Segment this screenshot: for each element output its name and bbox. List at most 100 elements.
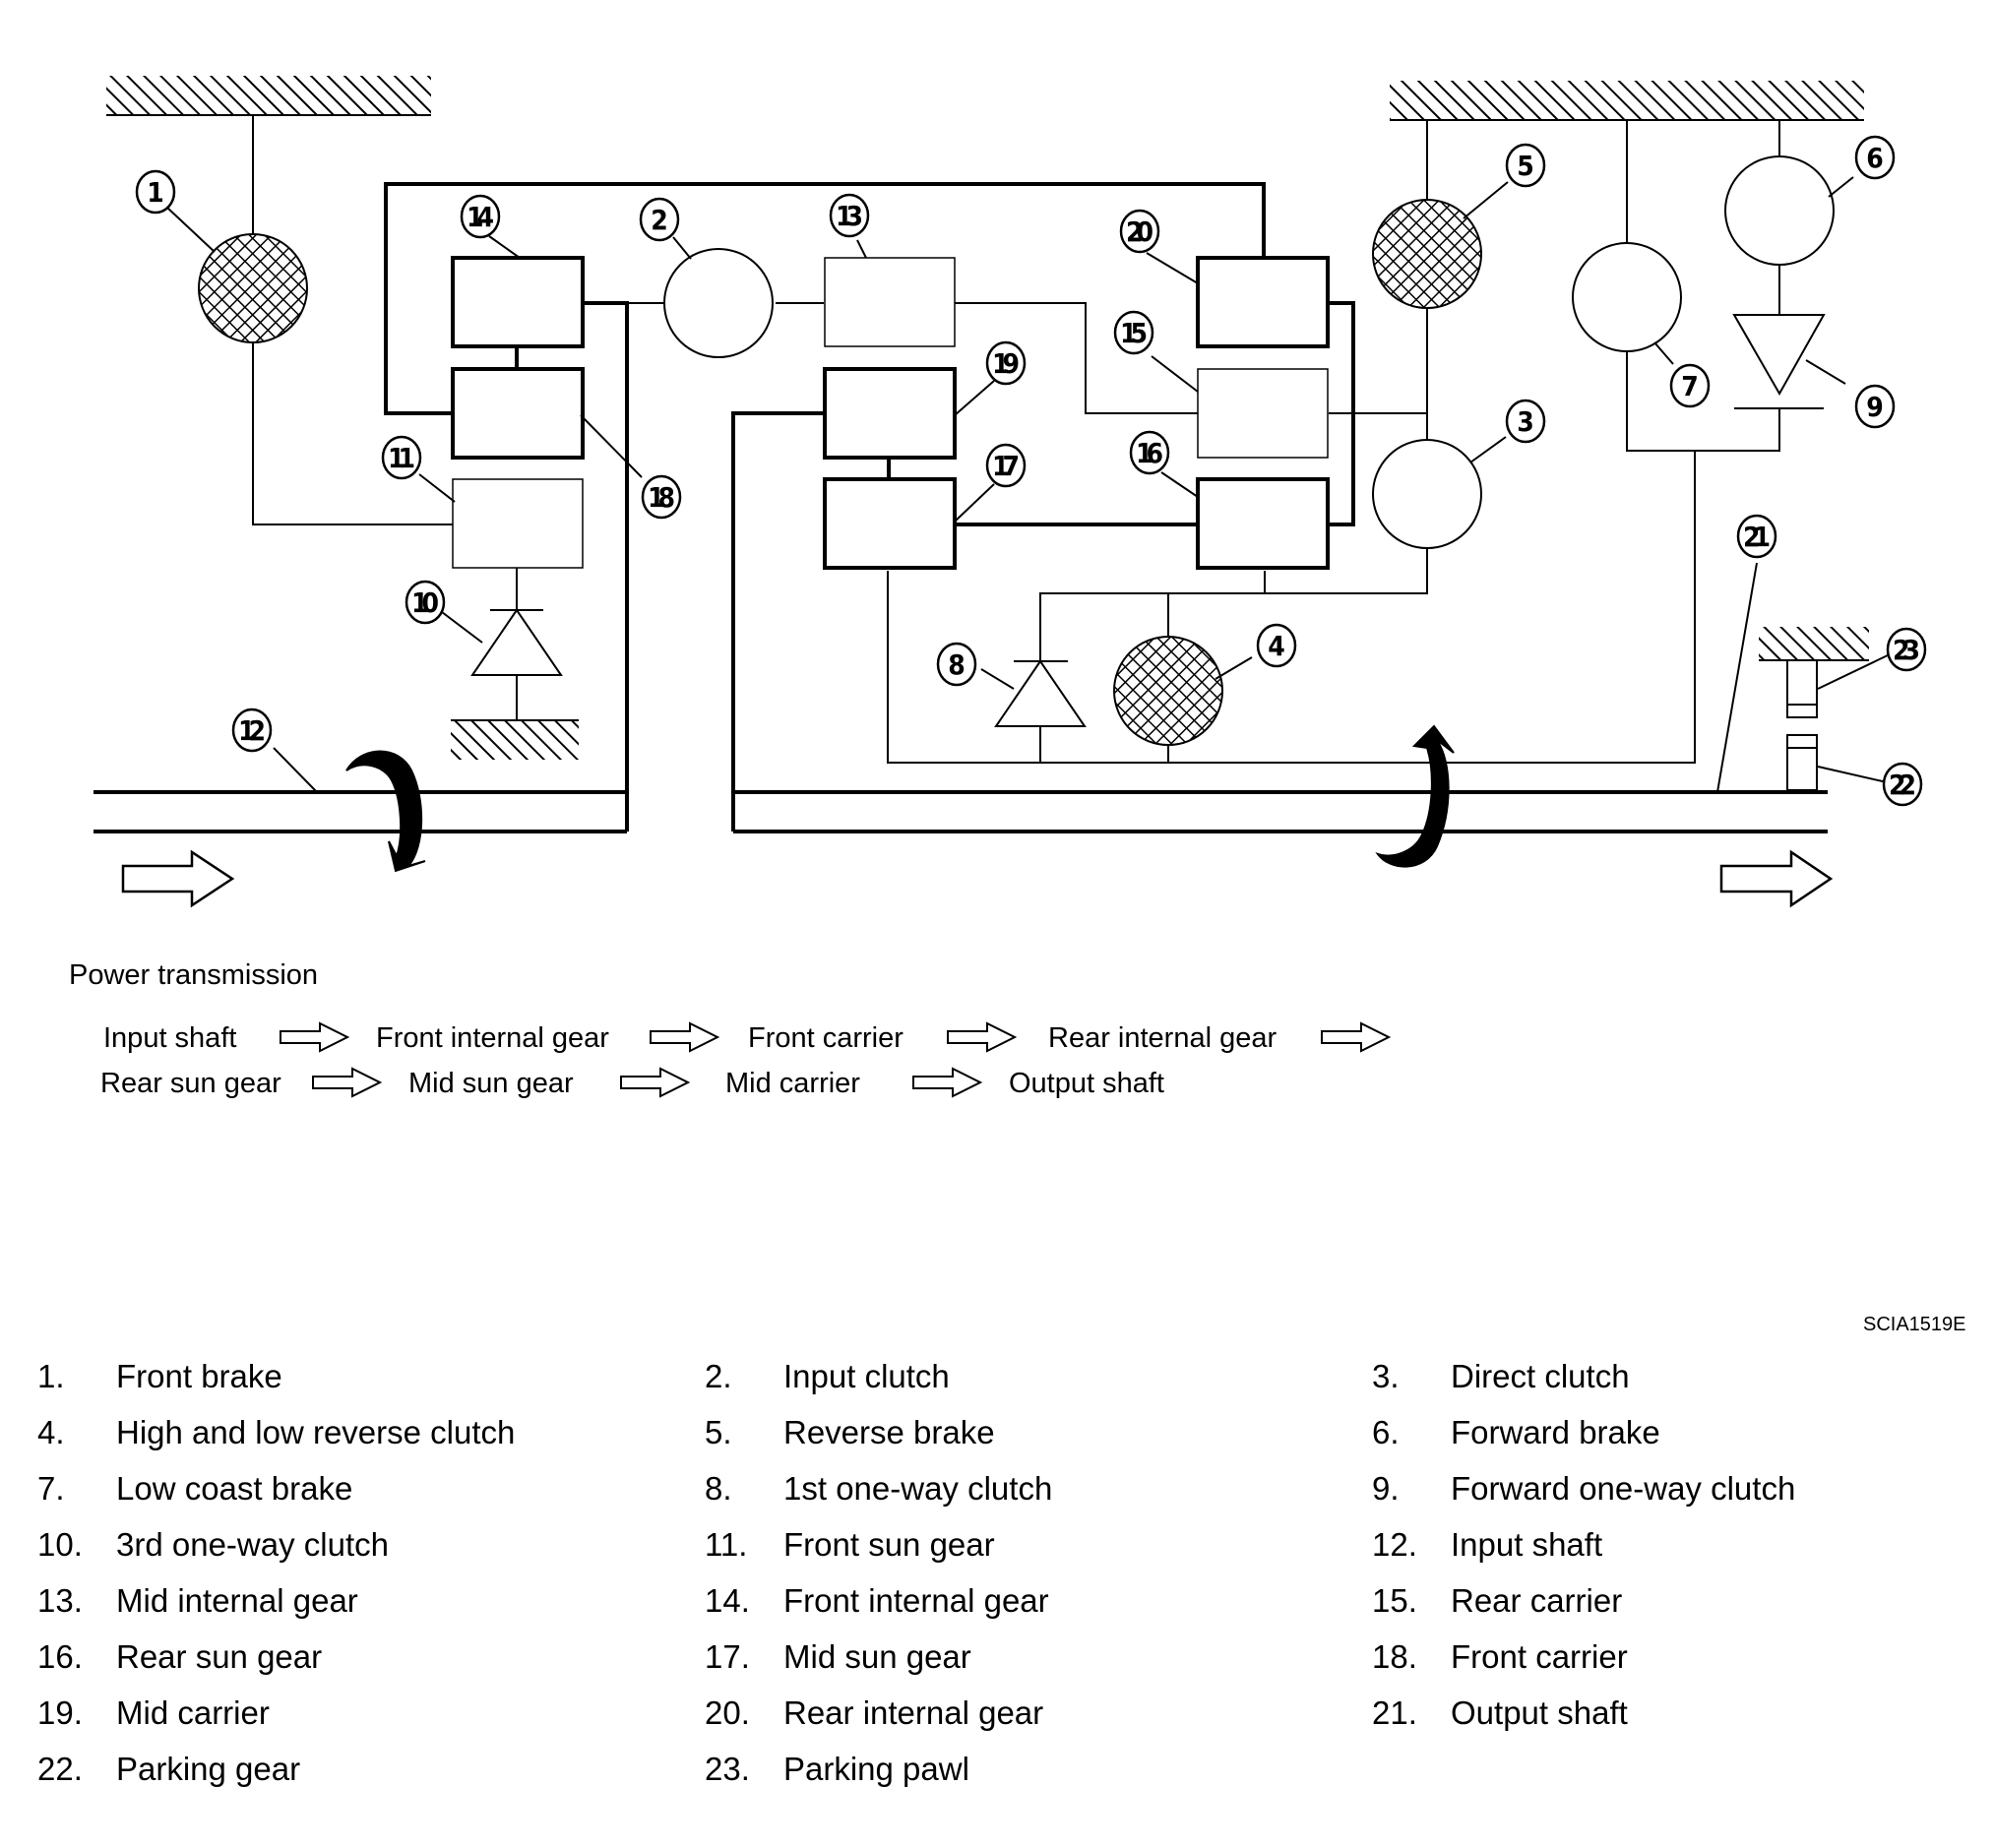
flow-step: Front internal gear [376, 1022, 609, 1054]
flow-arrows [121, 849, 1834, 1098]
callout-circle [985, 340, 1027, 386]
planetary-elements [451, 256, 1330, 570]
callout-circle [1854, 384, 1896, 429]
legend-item: 20. Rear internal gear [705, 1694, 1043, 1731]
flow-arrow-icon [912, 1067, 983, 1098]
legend-number: 8. [705, 1470, 732, 1507]
callout-5: 5 [1505, 143, 1546, 188]
output-rotation-arrow-icon [1375, 724, 1455, 868]
legend-label: Front internal gear [783, 1582, 1049, 1619]
legend-number: 19. [37, 1694, 83, 1731]
flow-step: Front carrier [748, 1022, 904, 1054]
callout-circle [1736, 514, 1777, 559]
callout-number: 17 [992, 450, 1020, 482]
input-direction-arrow-icon [121, 849, 235, 908]
legend-item: 22.Parking gear [37, 1751, 300, 1787]
callout-circle [985, 443, 1027, 488]
legend-item: 7.Low coast brake [37, 1470, 352, 1507]
legend-label: Input shaft [1451, 1526, 1602, 1563]
callout-number: 13 [836, 200, 863, 232]
direct-clutch-circle [1372, 439, 1482, 549]
callout-17: 17 [985, 443, 1027, 488]
legend-label: High and low reverse clutch [116, 1414, 515, 1450]
callout-13: 13 [829, 193, 870, 238]
flow-arrow-icon [620, 1067, 691, 1098]
legend-label: 3rd one-way clutch [116, 1526, 389, 1563]
flow-step: Input shaft [103, 1022, 236, 1054]
callout-circle [1119, 209, 1160, 254]
legend-item: 21.Output shaft [1372, 1694, 1628, 1731]
legend-number: 3. [1372, 1358, 1400, 1394]
legend-label: Rear sun gear [116, 1638, 322, 1675]
legend-label: Front brake [116, 1358, 282, 1394]
legend-item: 23.Parking pawl [705, 1751, 969, 1787]
legend-number: 16. [37, 1638, 83, 1675]
callout-number: 12 [238, 714, 266, 747]
callout-1: 1 [135, 169, 176, 215]
callout-19: 19 [985, 340, 1027, 386]
callout-number: 1 [147, 176, 164, 209]
legend-number: 2. [705, 1358, 732, 1394]
legend-number: 20. [705, 1694, 750, 1731]
input-clutch-circle [663, 248, 774, 358]
callout-circle [135, 169, 176, 215]
leader-lines [166, 176, 1891, 793]
legend-number: 6. [1372, 1414, 1400, 1450]
legend-label: Mid internal gear [116, 1582, 358, 1619]
callout-4: 4 [1256, 623, 1297, 668]
flow-step: Rear sun gear [100, 1068, 281, 1099]
flow-step: Rear internal gear [1048, 1022, 1277, 1054]
legend-number: 17. [705, 1638, 750, 1675]
flow-step: Mid sun gear [408, 1068, 574, 1099]
flow-arrow-icon [947, 1021, 1018, 1053]
first-one-way-clutch-icon [994, 659, 1087, 727]
callout-circle [460, 194, 501, 239]
legend-number: 13. [37, 1582, 83, 1619]
legend-item: 11.Front sun gear [705, 1526, 995, 1563]
legend-label: Rear internal gear [783, 1694, 1043, 1731]
legend-number: 18. [1372, 1638, 1417, 1675]
flow-arrow-icon [1321, 1021, 1392, 1053]
callout-circle [641, 474, 682, 520]
thin-lines [252, 115, 1824, 791]
legend-number: 23. [705, 1751, 750, 1787]
callout-circle [639, 197, 680, 242]
legend-item: 8.1st one-way clutch [705, 1470, 1052, 1507]
figure-code: SCIA1519E [1863, 1314, 1966, 1335]
legend-number: 14. [705, 1582, 750, 1619]
front-brake-circle [198, 233, 308, 343]
legend-label: Low coast brake [116, 1470, 352, 1507]
callout-circle [1669, 363, 1711, 408]
mid-sun-gear-box [823, 477, 957, 570]
callout-14: 14 [460, 194, 501, 239]
callout-number: 11 [388, 442, 415, 474]
rear-sun-gear-box [1196, 477, 1330, 570]
callout-number: 10 [411, 586, 439, 619]
callout-number: 14 [467, 201, 494, 233]
legend-item: 6. Forward brake [1372, 1414, 1660, 1450]
legend-number: 1. [37, 1358, 65, 1394]
callout-number: 8 [948, 648, 966, 681]
front-internal-gear-box [451, 256, 585, 348]
legend-label: Input clutch [783, 1358, 950, 1394]
legend-item: 17.Mid sun gear [705, 1638, 971, 1675]
legend-label: Front sun gear [783, 1526, 995, 1563]
callout-3: 3 [1505, 399, 1546, 444]
legend-item: 16. Rear sun gear [37, 1638, 322, 1675]
callout-circle [1129, 430, 1170, 475]
legend-item: 19.Mid carrier [37, 1694, 270, 1731]
callout-circle [1113, 310, 1154, 355]
legend-label: Forward brake [1451, 1414, 1660, 1450]
input-rotation-arrow-icon [345, 750, 426, 873]
mid-carrier-box [823, 367, 957, 460]
callout-16: 16 [1129, 430, 1170, 475]
legend-number: 10. [37, 1526, 83, 1563]
legend-number: 22. [37, 1751, 83, 1787]
callout-number: 5 [1517, 150, 1534, 182]
callout-number: 20 [1126, 216, 1153, 248]
flow-arrow-icon [650, 1021, 720, 1053]
callout-15: 15 [1113, 310, 1154, 355]
callout-2: 2 [639, 197, 680, 242]
